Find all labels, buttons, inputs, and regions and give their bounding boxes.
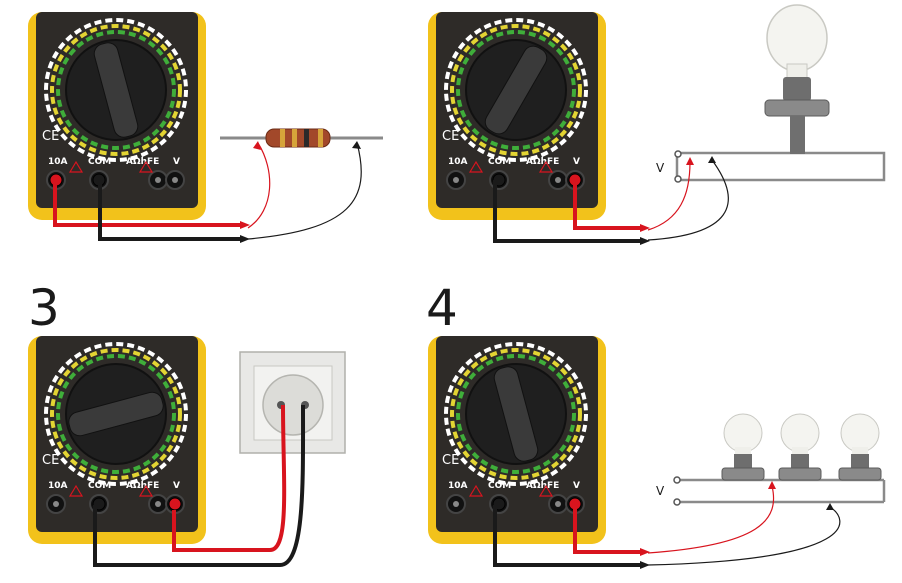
lightbulb-2 [778, 413, 822, 481]
red-probe-tip-2 [686, 157, 694, 165]
ce-mark: CE [442, 453, 459, 468]
black-cable [98, 180, 240, 241]
terminal-label-1: 10A [448, 481, 468, 491]
multimeter-graphic: CE 10A COM AΩhFE V [428, 336, 606, 544]
panel-2-circuit: V [493, 4, 886, 245]
terminal-bottom-4 [673, 498, 681, 506]
circuit-voltage-label: V [656, 161, 665, 175]
black-probe-tip-4 [826, 503, 834, 510]
black-probe-wire-thin-2 [647, 159, 729, 241]
black-probe-wire-thin-4 [647, 506, 841, 566]
terminal-label-3: AΩhFE [126, 481, 159, 491]
lightbulb-3 [838, 413, 882, 481]
terminal-label-3: AΩhFE [526, 481, 559, 491]
red-cable-2 [573, 180, 640, 230]
panel-number-4: 4 [426, 279, 458, 337]
black-probe-tip [352, 141, 361, 149]
red-plug-4 [640, 548, 650, 556]
red-cable-3 [172, 404, 287, 552]
terminal-label-1: 10A [48, 481, 68, 491]
terminal-label-2: COM [488, 157, 511, 167]
terminal-label-4: V [573, 157, 580, 167]
black-probe-wire-thin [247, 142, 362, 240]
terminal-label-3: AΩhFE [526, 157, 559, 167]
multimeter-graphic: CE 10A COM AΩhFE V [428, 12, 606, 220]
lightbulb-1 [721, 413, 765, 481]
ce-mark: CE [42, 129, 59, 144]
panel-number-3: 3 [28, 279, 60, 337]
black-probe-tip-2 [708, 156, 716, 163]
red-cable [53, 180, 240, 227]
terminal-label-4: V [173, 481, 180, 491]
black-plug-4 [640, 561, 650, 569]
terminal-label-3: AΩhFE [126, 157, 159, 167]
red-probe-wire-thin-4 [647, 485, 775, 554]
circuit-voltage-label-4: V [656, 484, 665, 498]
panel-3-circuit [93, 351, 346, 567]
resistor [265, 128, 331, 148]
terminal-label-1: 10A [48, 157, 68, 167]
red-probe-tip-4 [768, 481, 776, 489]
terminal-label-2: COM [88, 157, 111, 167]
black-plug-2 [640, 237, 650, 245]
bulb-loop-wire [675, 151, 886, 182]
multimeter-graphic: CE 10A COM AΩhFE V [28, 12, 206, 220]
terminal-label-1: 10A [448, 157, 468, 167]
ce-mark: CE [42, 453, 59, 468]
terminal-top [674, 150, 682, 158]
black-cable-3 [93, 404, 306, 567]
terminal-label-2: COM [88, 481, 111, 491]
ce-mark: CE [442, 129, 459, 144]
red-probe-wire-thin-2 [647, 161, 691, 231]
terminal-top-4 [673, 476, 681, 484]
red-plug [240, 221, 250, 229]
terminal-label-4: V [573, 481, 580, 491]
red-probe-tip [253, 141, 261, 150]
panel-1-circuit [53, 128, 383, 243]
panel-4-circuit: V [493, 413, 886, 569]
multimeter-4: CE 10A COM AΩhFE V [428, 336, 606, 544]
multimeter-3: CE 10A COM AΩhFE V [28, 336, 206, 544]
terminal-label-2: COM [488, 481, 511, 491]
black-plug [240, 235, 250, 243]
red-probe-wire-thin [247, 142, 271, 229]
multimeter-1: CE 10A COM AΩhFE V [28, 12, 206, 220]
multimeter-graphic: CE 10A COM AΩhFE V [28, 336, 206, 544]
black-cable-2 [493, 180, 640, 243]
wall-socket-cup [262, 374, 324, 436]
multimeter-2: CE 10A COM AΩhFE V [428, 12, 606, 220]
terminal-bottom [674, 175, 682, 183]
terminal-label-4: V [173, 157, 180, 167]
lightbulb [764, 4, 830, 154]
red-plug-2 [640, 224, 650, 232]
black-cable-4 [493, 505, 640, 567]
red-cable-4 [573, 505, 640, 554]
